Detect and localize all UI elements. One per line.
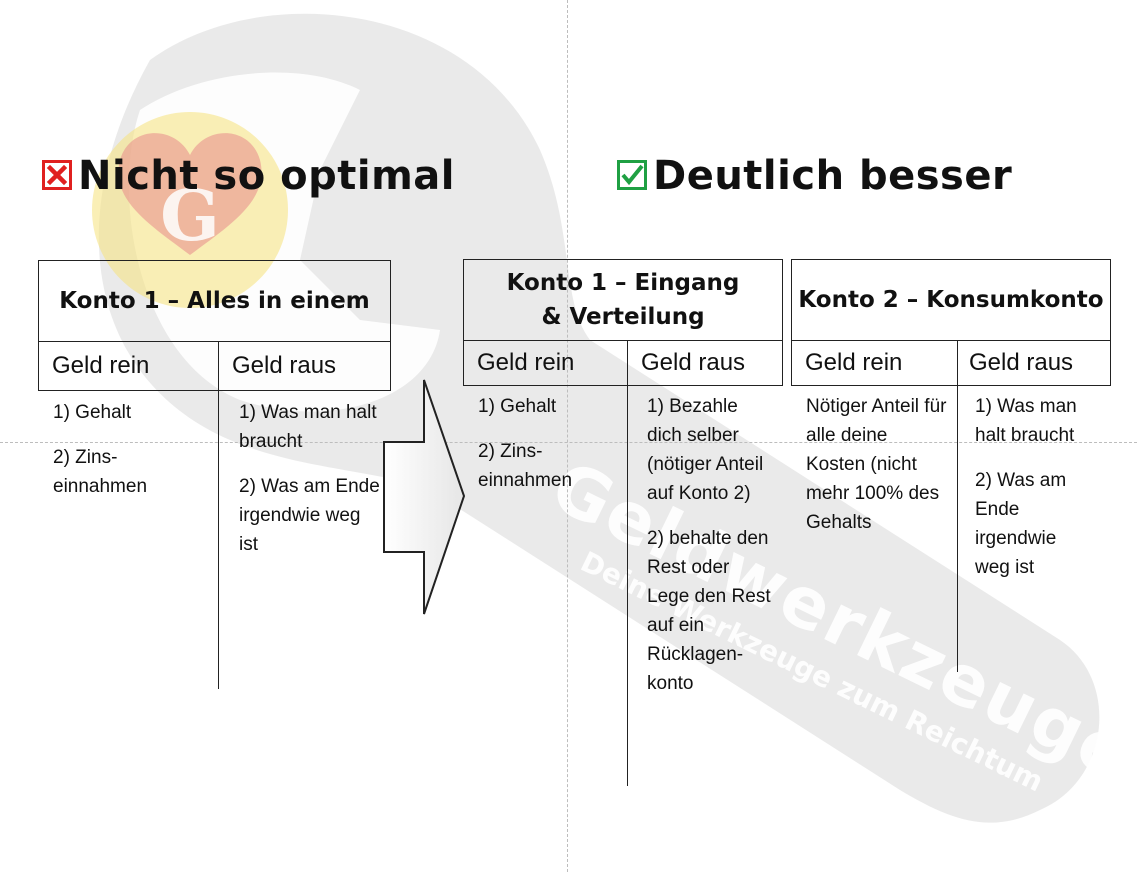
list-item: 2) Was am Ende irgendwie weg ist bbox=[975, 470, 1067, 578]
konto-left-out-list: 1) Was man halt braucht 2) Was am Ende i… bbox=[239, 398, 384, 575]
list-item: 1) Gehalt bbox=[478, 396, 557, 417]
konto1-divider bbox=[627, 340, 628, 786]
list-item: Nötiger Anteil für alle deine Kosten (ni… bbox=[806, 396, 947, 533]
konto2-col-out: Geld raus bbox=[969, 349, 1074, 376]
list-item: 1) Gehalt bbox=[53, 402, 132, 423]
list-item: 1) Bezahle dich selber (nötiger Anteil a… bbox=[647, 396, 764, 504]
konto-left-header-row bbox=[38, 341, 391, 391]
heading-right: Deutlich besser bbox=[617, 148, 1012, 204]
konto2-divider bbox=[957, 340, 958, 672]
konto2-header-row bbox=[791, 340, 1111, 386]
konto1-out-list: 1) Bezahle dich selber (nötiger Anteil a… bbox=[647, 392, 775, 714]
konto2-col-in: Geld rein bbox=[805, 349, 903, 376]
guide-vertical bbox=[567, 0, 568, 872]
list-item: 1) Was man halt braucht bbox=[239, 402, 377, 452]
list-item: 2) Was am Ende irgendwie weg ist bbox=[239, 476, 380, 555]
konto2-in-list: Nötiger Anteil für alle deine Kosten (ni… bbox=[806, 392, 948, 553]
konto-left-divider bbox=[218, 341, 219, 689]
watermark-logo-letters: G bbox=[160, 174, 220, 257]
konto1-col-in: Geld rein bbox=[477, 349, 575, 376]
konto-left-col-out: Geld raus bbox=[232, 352, 337, 379]
konto1-col-out: Geld raus bbox=[641, 349, 746, 376]
list-item: 2) behalte den Rest oder Lege den Rest a… bbox=[647, 528, 771, 694]
konto-left-in-list: 1) Gehalt 2) Zins-einnahmen bbox=[53, 398, 213, 517]
check-box-icon bbox=[617, 160, 647, 190]
heading-left-text: Nicht so optimal bbox=[78, 153, 455, 199]
cross-box-icon bbox=[42, 160, 72, 190]
arrow-right-icon bbox=[383, 379, 466, 615]
heart-icon bbox=[118, 133, 262, 255]
list-item: 2) Zins-einnahmen bbox=[478, 441, 573, 491]
list-item: 2) Zins-einnahmen bbox=[53, 447, 148, 497]
konto-left-col-in: Geld rein bbox=[52, 352, 150, 379]
konto1-header-row bbox=[463, 340, 783, 386]
guide-horizontal bbox=[0, 442, 1137, 443]
konto2-title: Konto 2 – Konsumkonto bbox=[791, 259, 1111, 341]
konto1-title: Konto 1 – Eingang & Verteilung bbox=[463, 259, 783, 341]
heading-right-text: Deutlich besser bbox=[653, 153, 1013, 199]
konto-left-title: Konto 1 – Alles in einem bbox=[38, 260, 391, 342]
list-item: 1) Was man halt braucht bbox=[975, 396, 1077, 446]
heading-left: Nicht so optimal bbox=[42, 148, 455, 204]
konto2-out-list: 1) Was man halt braucht 2) Was am Ende i… bbox=[975, 392, 1105, 598]
konto1-in-list: 1) Gehalt 2) Zins-einnahmen bbox=[478, 392, 618, 511]
